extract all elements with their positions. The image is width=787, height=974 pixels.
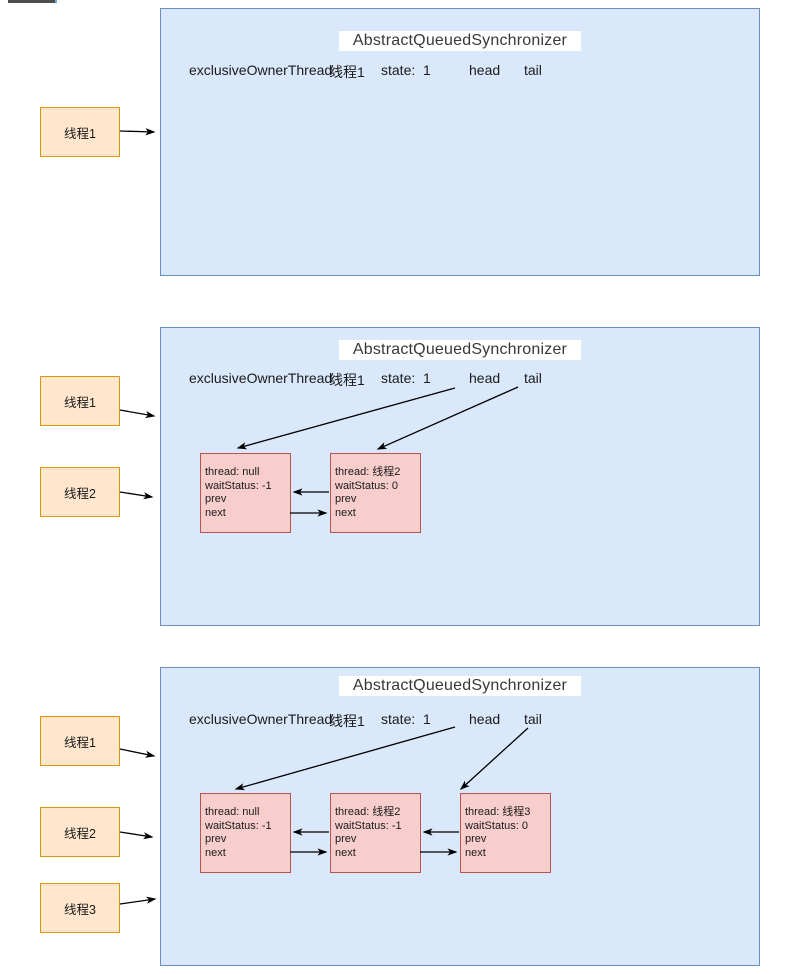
queue-node-thread2: thread: 线程2 waitStatus: 0 prev next	[330, 453, 421, 533]
node-prev-line: prev	[465, 833, 487, 845]
owner-thread-value: 线程1	[329, 713, 365, 729]
node-next-line: next	[335, 846, 356, 859]
state-label: state:	[381, 711, 416, 727]
arrow-p1-thread1-to-aqs	[119, 128, 156, 136]
node-waitstatus-line: waitStatus: -1	[335, 819, 402, 832]
state-label: state:	[381, 370, 416, 386]
node-waitstatus-line: waitStatus: -1	[205, 479, 272, 492]
node-prev-line: prev	[205, 833, 227, 845]
thread-label: 线程3	[64, 902, 96, 917]
thread-box-2: 线程2	[40, 467, 120, 517]
node-next-line: next	[465, 846, 486, 859]
arrow-p3-thread1-to-aqs	[119, 748, 156, 758]
owner-thread-value: 线程1	[329, 64, 365, 80]
state-label: state:	[381, 62, 416, 78]
node-prev-line: prev	[205, 493, 227, 505]
arrow-p2-thread1-to-aqs	[119, 409, 156, 419]
queue-node-head: thread: null waitStatus: -1 prev next	[200, 793, 291, 873]
panel-fields: exclusiveOwnerThread: 线程1 state: 1 head …	[161, 711, 759, 729]
head-pointer-label: head	[469, 370, 501, 386]
thread-box-1: 线程1	[40, 107, 120, 157]
aqs-panel-1: AbstractQueuedSynchronizer exclusiveOwne…	[160, 8, 760, 276]
node-waitstatus-line: waitStatus: 0	[465, 819, 528, 832]
panel-title: AbstractQueuedSynchronizer	[161, 340, 759, 360]
state-value: 1	[423, 370, 431, 386]
owner-thread-label: exclusiveOwnerThread:	[189, 711, 337, 727]
thread-label: 线程2	[64, 826, 96, 841]
owner-thread-label: exclusiveOwnerThread:	[189, 62, 337, 78]
aqs-panel-2: AbstractQueuedSynchronizer exclusiveOwne…	[160, 327, 760, 626]
node-thread-line: thread: 线程2	[335, 466, 401, 478]
panel-title: AbstractQueuedSynchronizer	[161, 676, 759, 696]
panel-title-label: AbstractQueuedSynchronizer	[338, 676, 582, 696]
queue-node-thread3: thread: 线程3 waitStatus: 0 prev next	[460, 793, 551, 873]
node-waitstatus-line: waitStatus: 0	[335, 479, 398, 492]
node-thread-line: thread: 线程3	[465, 806, 531, 818]
tail-pointer-label: tail	[524, 370, 542, 386]
head-pointer-label: head	[469, 711, 501, 727]
arrow-p3-thread2-to-aqs	[119, 831, 154, 840]
queue-node-head: thread: null waitStatus: -1 prev next	[200, 453, 291, 533]
node-thread-line: thread: null	[205, 466, 260, 478]
node-thread-line: thread: 线程2	[335, 806, 401, 818]
aqs-panel-3: AbstractQueuedSynchronizer exclusiveOwne…	[160, 667, 760, 966]
thread-label: 线程1	[64, 735, 96, 750]
panel-title-label: AbstractQueuedSynchronizer	[338, 340, 582, 360]
panel-title: AbstractQueuedSynchronizer	[161, 31, 759, 51]
node-prev-line: prev	[335, 493, 357, 505]
thread-box-1: 线程1	[40, 716, 120, 766]
thread-label: 线程1	[64, 126, 96, 141]
panel-fields: exclusiveOwnerThread: 线程1 state: 1 head …	[161, 62, 759, 80]
thread-label: 线程2	[64, 486, 96, 501]
thread-box-1: 线程1	[40, 376, 120, 426]
thread-box-2: 线程2	[40, 807, 120, 857]
head-pointer-label: head	[469, 62, 501, 78]
arrow-p3-thread3-to-aqs	[119, 896, 157, 905]
node-next-line: next	[205, 846, 226, 859]
arrow-p2-thread2-to-aqs	[119, 491, 154, 500]
panel-fields: exclusiveOwnerThread: 线程1 state: 1 head …	[161, 370, 759, 388]
owner-thread-label: exclusiveOwnerThread:	[189, 370, 337, 386]
state-value: 1	[423, 711, 431, 727]
queue-node-thread2: thread: 线程2 waitStatus: -1 prev next	[330, 793, 421, 873]
tail-pointer-label: tail	[524, 62, 542, 78]
owner-thread-value: 线程1	[329, 372, 365, 388]
thread-label: 线程1	[64, 395, 96, 410]
panel-title-label: AbstractQueuedSynchronizer	[338, 31, 582, 51]
node-waitstatus-line: waitStatus: -1	[205, 819, 272, 832]
tail-pointer-label: tail	[524, 711, 542, 727]
node-prev-line: prev	[335, 833, 357, 845]
screen-edge-artifact	[8, 0, 57, 3]
node-next-line: next	[335, 506, 356, 519]
node-next-line: next	[205, 506, 226, 519]
thread-box-3: 线程3	[40, 883, 120, 933]
node-thread-line: thread: null	[205, 806, 260, 818]
state-value: 1	[423, 62, 431, 78]
